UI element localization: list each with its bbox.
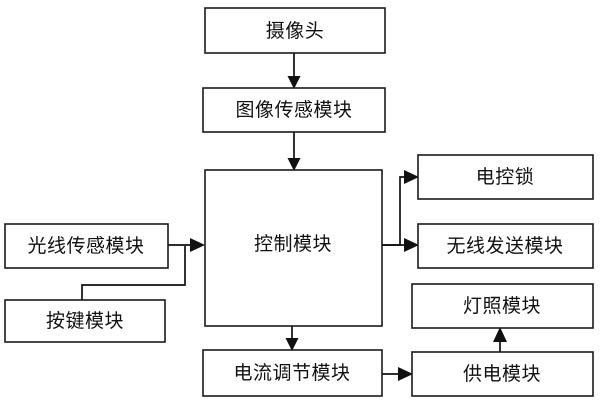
node-power-supply[interactable]: 供电模块 bbox=[411, 351, 594, 397]
node-current-reg-label: 电流调节模块 bbox=[233, 362, 350, 384]
edge-light-sensor-to-control bbox=[168, 238, 205, 252]
node-camera-label: 摄像头 bbox=[266, 20, 325, 42]
node-camera[interactable]: 摄像头 bbox=[204, 7, 386, 54]
node-lighting-label: 灯照模块 bbox=[463, 295, 541, 317]
edge-power-supply-to-lighting bbox=[493, 327, 507, 352]
edge-control-to-current-reg bbox=[285, 326, 299, 351]
node-image-sensor[interactable]: 图像传感模块 bbox=[202, 87, 386, 133]
edges-layer bbox=[81, 53, 507, 381]
node-e-lock[interactable]: 电控锁 bbox=[417, 154, 594, 200]
node-current-reg[interactable]: 电流调节模块 bbox=[202, 349, 383, 397]
nodes-layer: 摄像头 图像传感模块 控制模块 光线传感模块 按键模块 电控锁 bbox=[4, 7, 594, 397]
edge-camera-to-image-sensor bbox=[287, 53, 301, 89]
node-key-module-label: 按键模块 bbox=[46, 310, 124, 332]
node-control[interactable]: 控制模块 bbox=[204, 169, 383, 327]
node-power-supply-label: 供电模块 bbox=[463, 363, 541, 385]
node-light-sensor[interactable]: 光线传感模块 bbox=[4, 223, 169, 269]
node-wireless-tx[interactable]: 无线发送模块 bbox=[417, 223, 594, 269]
edge-control-to-e-lock bbox=[382, 170, 419, 246]
node-key-module[interactable]: 按键模块 bbox=[4, 299, 166, 343]
node-e-lock-label: 电控锁 bbox=[476, 166, 535, 188]
edge-current-reg-to-power-supply bbox=[382, 367, 413, 381]
node-image-sensor-label: 图像传感模块 bbox=[235, 99, 352, 121]
edge-key-module-to-control bbox=[81, 246, 186, 300]
edge-control-to-wireless-tx bbox=[382, 238, 419, 252]
node-control-label: 控制模块 bbox=[254, 233, 332, 255]
node-light-sensor-label: 光线传感模块 bbox=[27, 235, 144, 257]
node-lighting[interactable]: 灯照模块 bbox=[411, 283, 594, 329]
edge-image-sensor-to-control bbox=[287, 132, 301, 171]
node-wireless-tx-label: 无线发送模块 bbox=[446, 235, 563, 257]
